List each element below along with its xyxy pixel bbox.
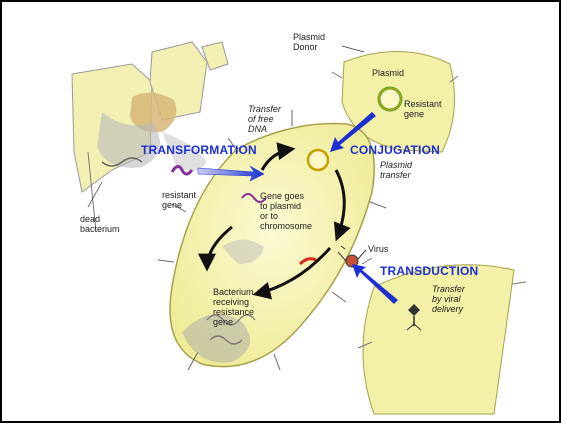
plasmid-transfer-label: Plasmid transfer	[380, 160, 412, 180]
resistant-gene-plasmid-label: Resistant gene	[404, 99, 442, 119]
plasmid-label: Plasmid	[372, 68, 404, 78]
gene-goes-label: Gene goes to plasmid or to chromosome	[260, 191, 312, 231]
transduction-label: TRANSDUCTION	[380, 264, 478, 278]
dead-bacterium-label: dead bacterium	[80, 214, 120, 234]
plasmid-donor-label: Plasmid Donor	[293, 32, 325, 52]
transfer-viral-label: Transfer by viral delivery	[432, 284, 465, 314]
bacterium-resistance-label: Bacterium receiving resistance gene	[213, 287, 254, 327]
virus-label: Virus	[368, 244, 388, 254]
resistant-gene-label: resistant gene	[162, 190, 196, 210]
conjugation-label: CONJUGATION	[350, 143, 440, 157]
transformation-label: TRANSFORMATION	[141, 143, 257, 157]
transfer-free-dna-label: Transfer of free DNA	[248, 104, 281, 134]
